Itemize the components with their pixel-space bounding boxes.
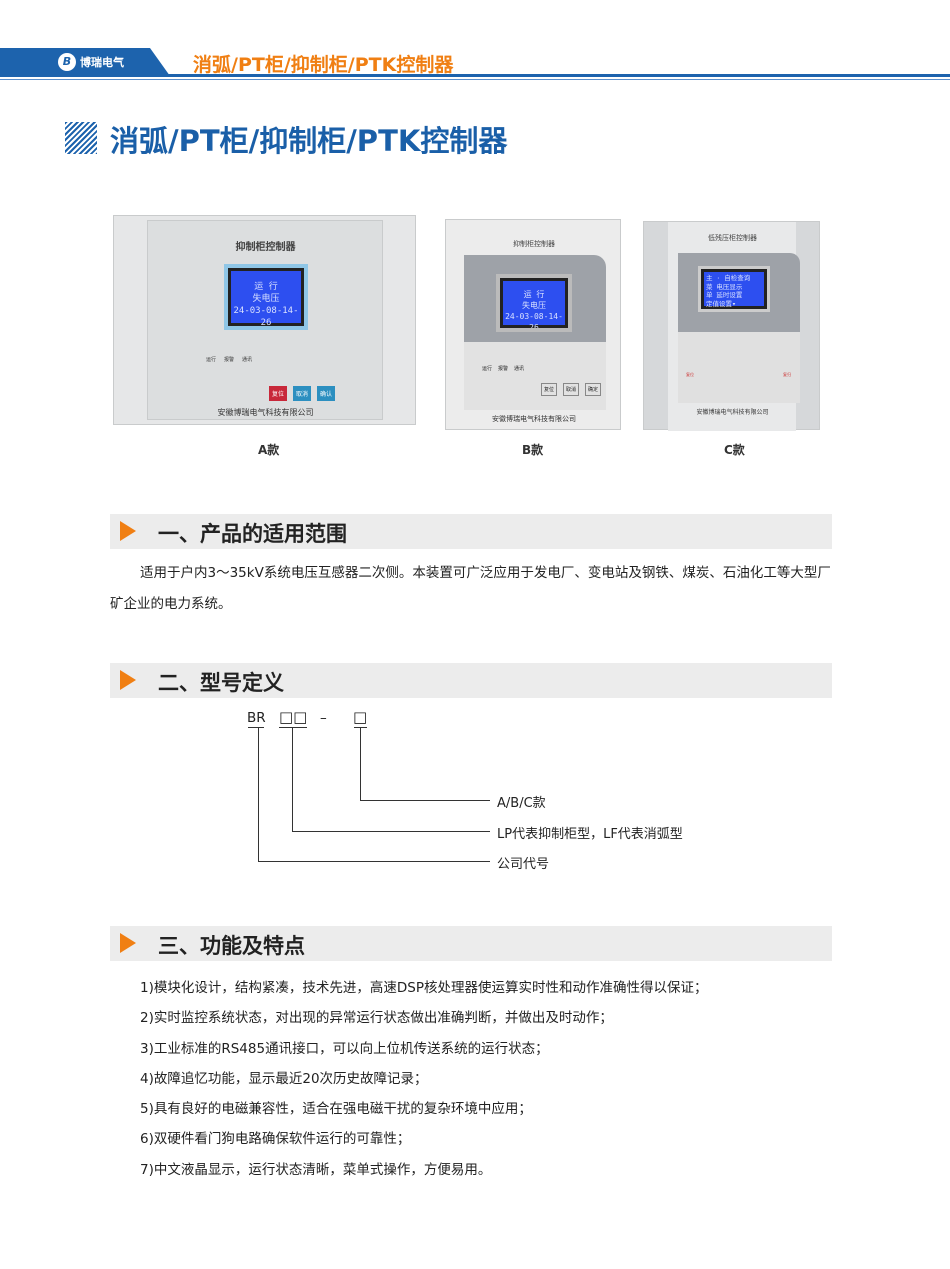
section-title: 一、产品的适用范围 <box>158 522 347 546</box>
lcd-line: 单 延时设置 <box>706 291 743 299</box>
model-type-slot: □□ <box>279 708 308 726</box>
section-title: 三、功能及特点 <box>158 934 305 958</box>
lcd-line: 菜 电压显示 <box>706 282 743 291</box>
scope-text: 适用于户内3～35kV系统电压互感器二次侧。本装置可广泛应用于发电厂、变电站及钢… <box>140 565 831 581</box>
section-header-model: 二、型号定义 <box>110 663 832 698</box>
feature-list: 1)模块化设计，结构紧凑，技术先进，高速DSP核处理器使运算实时性和动作准确性得… <box>140 973 707 1185</box>
led-label: 运行 <box>482 366 493 372</box>
panel-title: 低残压柜控制器 <box>708 234 757 242</box>
arrow-icon <box>120 521 136 541</box>
led-label: 通讯 <box>514 366 525 372</box>
feature-item: 6)双硬件看门狗电路确保软件运行的可靠性； <box>140 1131 411 1148</box>
feature-item: 5)具有良好的电磁兼容性，适合在强电磁干扰的复杂环境中应用； <box>140 1101 532 1118</box>
feature-item: 1)模块化设计，结构紧凑，技术先进，高速DSP核处理器使运算实时性和动作准确性得… <box>140 980 708 996</box>
model-style-slot: □ <box>353 708 368 726</box>
caption-a: A款 <box>258 443 280 457</box>
arrow-icon <box>120 670 136 690</box>
confirm-key: 确认 <box>317 386 336 401</box>
reset-key: 复位 <box>269 386 288 401</box>
logo-text: 博瑞电气 <box>80 56 124 69</box>
model-prefix: BR <box>247 710 266 726</box>
led-label: 报警 <box>498 366 509 372</box>
model-dash: – <box>320 710 327 726</box>
connector-line <box>258 727 259 862</box>
panel-company: 安徽博瑞电气科技有限公司 <box>492 415 576 423</box>
panel-title: 抑制柜控制器 <box>513 240 555 248</box>
model-label: A/B/C款 <box>497 796 546 811</box>
model-label: LP代表抑制柜型，LF代表消弧型 <box>497 827 683 842</box>
feature-item: 4)故障追忆功能，显示最近20次历史故障记录； <box>140 1070 428 1087</box>
title-pattern-icon <box>65 122 97 154</box>
return-key: 复归 <box>783 372 791 377</box>
logo-mark-icon: B <box>58 53 76 71</box>
lcd-line: 24-03-08-14-26 <box>233 306 299 328</box>
connector-line <box>292 727 293 832</box>
led-label: 通讯 <box>242 357 253 363</box>
feature-item: 2)实时监控系统状态，对出现的异常运行状态做出准确判断，并做出及时动作； <box>140 1010 613 1027</box>
product-image-b: 抑制柜控制器 运 行失电压 24-03-08-14-26 运行报警通讯 复位取消确… <box>445 219 621 430</box>
section-header-features: 三、功能及特点 <box>110 926 832 961</box>
header-band <box>0 48 170 76</box>
lcd-line: 主 · 自检查询 <box>706 274 751 282</box>
panel-title: 抑制柜控制器 <box>235 242 296 253</box>
cancel-key: 取消 <box>563 383 580 396</box>
caption-b: B款 <box>522 443 544 457</box>
scope-text: 矿企业的电力系统。 <box>110 596 232 612</box>
lcd-line: 失电压 <box>522 301 546 310</box>
header-title: 消弧/PT柜/抑制柜/PTK控制器 <box>193 54 454 76</box>
section-title: 二、型号定义 <box>158 671 284 695</box>
company-logo: B 博瑞电气 <box>58 53 124 71</box>
reset-key: 复位 <box>541 383 558 396</box>
section-header-scope: 一、产品的适用范围 <box>110 514 832 549</box>
led-label: 运行 <box>206 357 217 363</box>
model-label: 公司代号 <box>497 857 550 872</box>
arrow-icon <box>120 933 136 953</box>
lcd-line: 定值设置▾ <box>706 299 736 308</box>
reset-key: 复位 <box>686 372 694 377</box>
panel-company: 安徽博瑞电气科技有限公司 <box>217 408 314 417</box>
lcd-line: 失电压 <box>252 294 280 304</box>
panel-company: 安徽博瑞电气科技有限公司 <box>696 409 769 416</box>
cancel-key: 取消 <box>293 386 312 401</box>
led-label: 报警 <box>224 357 235 363</box>
lcd-line: 运 行 <box>254 282 278 292</box>
product-image-c: 低残压柜控制器 主 · 自检查询菜 电压显示单 延时设置 定值设置▾ 复位复归 … <box>643 221 820 431</box>
confirm-key: 确定 <box>585 383 602 396</box>
header-divider-thin <box>0 79 950 80</box>
lcd-line: 运 行 <box>523 290 545 299</box>
lcd-line: 24-03-08-14-26 <box>505 312 563 332</box>
product-image-a: 抑制柜控制器 运 行失电压 24-03-08-14-26 运行 报警 通讯 复位取消确… <box>113 215 416 425</box>
header-divider <box>0 74 950 77</box>
connector-line <box>360 727 361 801</box>
feature-item: 7)中文液晶显示，运行状态清晰，菜单式操作，方便易用。 <box>140 1161 492 1178</box>
feature-item: 3)工业标准的RS485通讯接口，可以向上位机传送系统的运行状态； <box>140 1040 549 1057</box>
page-title: 消弧/PT柜/抑制柜/PTK控制器 <box>110 124 508 158</box>
caption-c: C款 <box>724 443 745 457</box>
